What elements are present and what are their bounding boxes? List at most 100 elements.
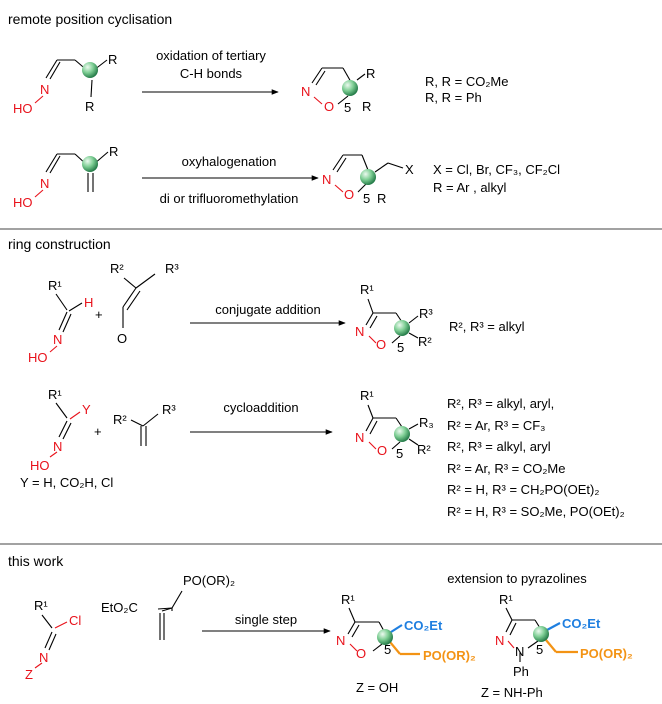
substituent-r2: R² xyxy=(113,412,127,427)
pyrazoline-product: R¹ CO₂Et PO(OR)₂ 5 N N Ph xyxy=(495,592,633,679)
condition-line: R² = Ar, R³ = CO₂Me xyxy=(447,461,565,476)
quaternary-center-sphere xyxy=(394,320,410,336)
atom-ho: HO xyxy=(28,350,48,365)
condition-line: R² = H, R³ = SO₂Me, PO(OEt)₂ xyxy=(447,504,625,519)
atom-y: Y xyxy=(82,402,91,417)
atom-n: N xyxy=(40,176,49,191)
atom-n: N xyxy=(495,633,504,648)
atom-o: O xyxy=(377,443,387,458)
arrow-label-cycloaddition: cycloaddition xyxy=(223,400,298,415)
atom-h: H xyxy=(84,295,93,310)
condition-line: R² = Ar, R³ = CF₃ xyxy=(447,418,545,433)
cycloaddition-conditions-list: R², R³ = alkyl, aryl, R² = Ar, R³ = CF₃ … xyxy=(447,396,625,519)
atom-ho: HO xyxy=(13,101,33,116)
substituent-ph: Ph xyxy=(513,664,529,679)
isoxazoline-product-2: X 5 R N O xyxy=(322,154,414,206)
condition-r-ar-alkyl: R = Ar , alkyl xyxy=(433,180,506,195)
substituent-r2: R² xyxy=(110,261,124,276)
position-5-label: 5 xyxy=(363,191,370,206)
substituent-r3: R³ xyxy=(162,402,176,417)
substituent-r: R xyxy=(108,52,117,67)
substituent-r1: R¹ xyxy=(360,388,374,403)
atom-n: N xyxy=(336,633,345,648)
atom-o: O xyxy=(356,646,366,661)
substituent-r: R xyxy=(362,99,371,114)
condition-line: R², R³ = alkyl, aryl xyxy=(447,439,551,454)
phosphonate-group: PO(OR)₂ xyxy=(183,573,235,588)
substituent-r3: R³ xyxy=(419,306,433,321)
atom-n: N xyxy=(53,439,62,454)
quaternary-center-sphere xyxy=(82,62,98,78)
arrow-label-oxidation: oxidation of tertiary xyxy=(156,48,266,63)
substituent-r1: R¹ xyxy=(48,387,62,402)
isoxazoline-product-4: R¹ R₃ R² 5 N O xyxy=(355,388,434,461)
atom-z: Z xyxy=(25,667,33,682)
isoxazoline-product-this-work: R¹ CO₂Et PO(OR)₂ 5 N O xyxy=(336,592,476,663)
atom-n: N xyxy=(40,82,49,97)
substituent-x: X xyxy=(405,162,414,177)
phosphonate-group: PO(OR)₂ xyxy=(423,648,476,663)
arrow-label-conjugate-addition: conjugate addition xyxy=(215,302,321,317)
enal-substrate: R² R³ O xyxy=(110,261,179,346)
plus-sign: + xyxy=(94,424,102,439)
quaternary-center-sphere xyxy=(342,80,358,96)
atom-n: N xyxy=(39,650,48,665)
substituent-r1: R¹ xyxy=(48,278,62,293)
atom-n: N xyxy=(355,324,364,339)
quaternary-center-sphere xyxy=(394,426,410,442)
ester-group: CO₂Et xyxy=(562,616,601,631)
atom-n: N xyxy=(355,430,364,445)
atom-o: O xyxy=(344,187,354,202)
arrow-label-trifluoromethylation: di or trifluoromethylation xyxy=(160,191,299,206)
isoxazoline-product-1: R R 5 N O xyxy=(301,66,375,115)
atom-ho: HO xyxy=(30,458,50,473)
substituent-r: R xyxy=(109,144,118,159)
substituent-r2: R² xyxy=(418,334,432,349)
substituent-r2: R² xyxy=(417,442,431,457)
ester-group: CO₂Et xyxy=(404,618,443,633)
condition-r2-r3-alkyl: R², R³ = alkyl xyxy=(449,319,525,334)
label-z-oh: Z = OH xyxy=(356,680,398,695)
position-5-label: 5 xyxy=(344,100,351,115)
quaternary-center-sphere xyxy=(533,626,549,642)
acrylate-phosphonate-substrate: PO(OR)₂ EtO₂C xyxy=(101,573,235,640)
substituent-r1: R¹ xyxy=(34,598,48,613)
atom-o: O xyxy=(117,331,127,346)
position-5-label: 5 xyxy=(396,446,403,461)
position-5-label: 5 xyxy=(397,340,404,355)
hydrazonoyl-chloride-substrate: R¹ Cl N Z xyxy=(25,598,81,682)
aldoxime-substrate: R¹ H N HO xyxy=(28,278,93,365)
label-extension-pyrazolines: extension to pyrazolines xyxy=(447,571,587,586)
label-y-definition: Y = H, CO₂H, Cl xyxy=(20,475,113,490)
label-z-nhph: Z = NH-Ph xyxy=(481,685,543,700)
atom-n: N xyxy=(301,84,310,99)
arrow-label-single-step: single step xyxy=(235,612,297,627)
atom-o: O xyxy=(324,99,334,114)
section-title-this-work: this work xyxy=(8,553,64,569)
section-title-ring-construction: ring construction xyxy=(8,236,111,252)
substituent-r1: R¹ xyxy=(341,592,355,607)
atom-o: O xyxy=(376,337,386,352)
condition-r-co2me: R, R = CO₂Me xyxy=(425,74,508,89)
position-5-label: 5 xyxy=(536,642,543,657)
condition-x-halogen: X = Cl, Br, CF₃, CF₂Cl xyxy=(433,162,560,177)
substituent-r3: R³ xyxy=(165,261,179,276)
condition-line: R² = H, R³ = CH₂PO(OEt)₂ xyxy=(447,482,599,497)
quaternary-center-sphere xyxy=(360,169,376,185)
quaternary-center-sphere xyxy=(377,629,393,645)
atom-ho: HO xyxy=(13,195,33,210)
atom-n: N xyxy=(515,644,524,659)
plus-sign: + xyxy=(95,307,103,322)
arrow-label-oxyhalogenation: oxyhalogenation xyxy=(182,154,277,169)
phosphonate-group: PO(OR)₂ xyxy=(580,646,633,661)
substituent-r: R xyxy=(85,99,94,114)
quaternary-center-sphere xyxy=(82,156,98,172)
condition-line: R², R³ = alkyl, aryl, xyxy=(447,396,554,411)
substituent-r: R xyxy=(366,66,375,81)
isoxazoline-product-3: R¹ R³ R² 5 N O xyxy=(355,282,433,355)
oxime-y-substrate: R¹ Y N HO xyxy=(30,387,91,473)
section-title-remote-cyclisation: remote position cyclisation xyxy=(8,11,172,27)
ester-group: EtO₂C xyxy=(101,600,138,615)
substituent-r1: R¹ xyxy=(360,282,374,297)
